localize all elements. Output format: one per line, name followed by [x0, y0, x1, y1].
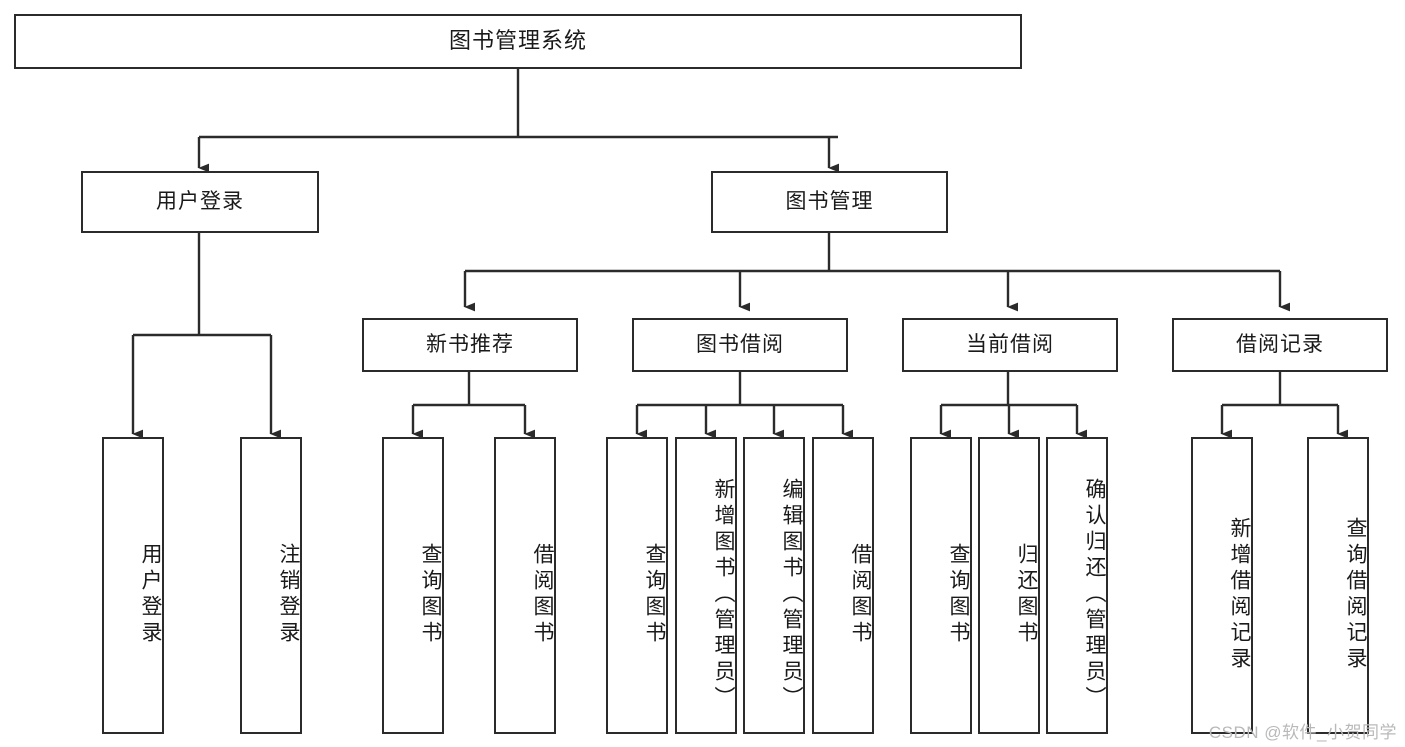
- leaf-borrow-book[interactable]: 借阅图书: [812, 437, 874, 734]
- node-root[interactable]: 图书管理系统: [14, 14, 1022, 69]
- leaf-add-book-admin[interactable]: 新增图书（管理员）: [675, 437, 737, 734]
- leaf-add-borrow-record[interactable]: 新增借阅记录: [1191, 437, 1253, 734]
- csdn-watermark: CSDN @软件_小贺同学: [1208, 723, 1397, 742]
- leaf-query-borrow-record[interactable]: 查询借阅记录: [1307, 437, 1369, 734]
- leaf-borrow-book-newbook[interactable]: 借阅图书: [494, 437, 556, 734]
- node-current-borrow[interactable]: 当前借阅: [902, 318, 1118, 372]
- leaf-user-login[interactable]: 用户登录: [102, 437, 164, 734]
- leaf-query-book-current[interactable]: 查询图书: [910, 437, 972, 734]
- node-user-login[interactable]: 用户登录: [81, 171, 319, 233]
- leaf-logout[interactable]: 注销登录: [240, 437, 302, 734]
- leaf-query-book-borrow[interactable]: 查询图书: [606, 437, 668, 734]
- node-borrow-record[interactable]: 借阅记录: [1172, 318, 1388, 372]
- leaf-edit-book-admin[interactable]: 编辑图书（管理员）: [743, 437, 805, 734]
- node-book-management[interactable]: 图书管理: [711, 171, 948, 233]
- node-book-borrow[interactable]: 图书借阅: [632, 318, 848, 372]
- leaf-query-book-newbook[interactable]: 查询图书: [382, 437, 444, 734]
- leaf-confirm-return-admin[interactable]: 确认归还（管理员）: [1046, 437, 1108, 734]
- node-new-book-recommend[interactable]: 新书推荐: [362, 318, 578, 372]
- leaf-return-book[interactable]: 归还图书: [978, 437, 1040, 734]
